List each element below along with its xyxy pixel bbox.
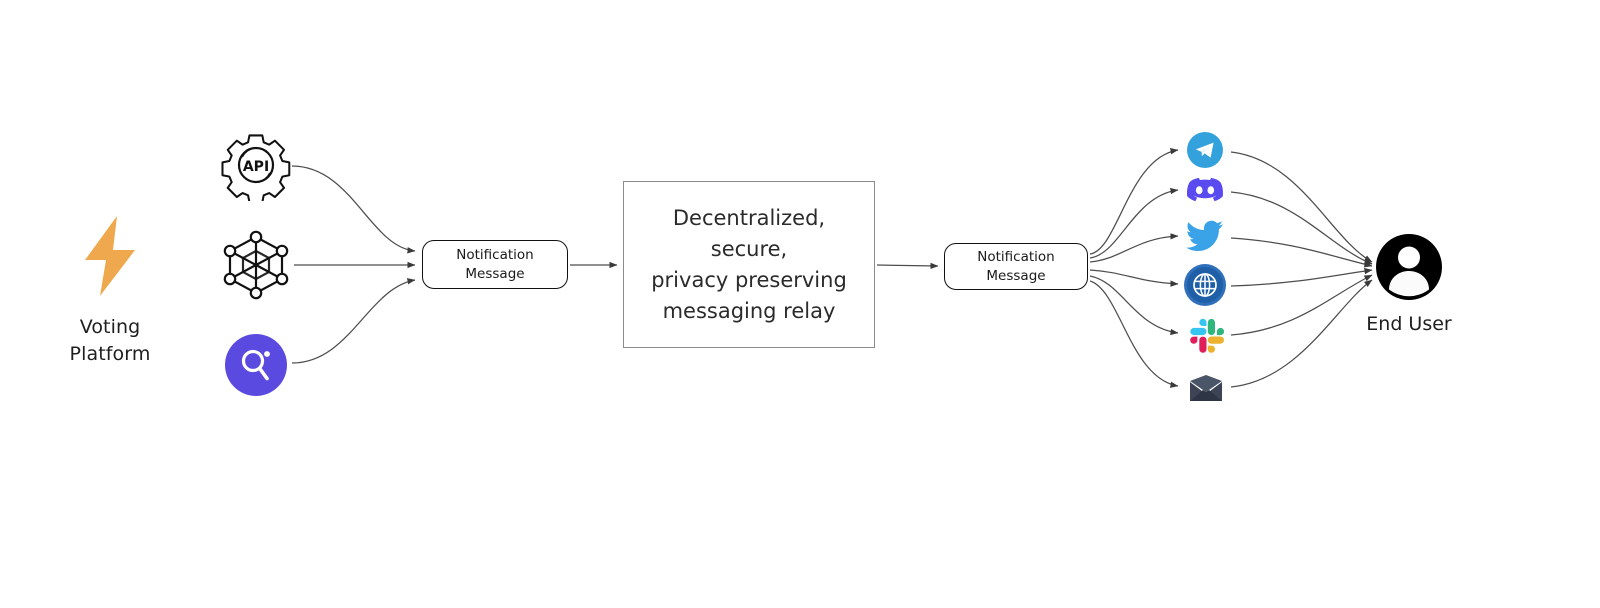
edge-telegram-to-enduser — [1230, 151, 1373, 263]
api-icon-label: API — [243, 159, 269, 175]
voting-platform-label-line1: Voting — [79, 316, 141, 338]
notification-right-line2: Message — [986, 267, 1046, 284]
edge-notification-to-slack — [1089, 275, 1179, 336]
relay-line2: privacy preserving — [651, 267, 847, 292]
edge-email-to-enduser — [1230, 279, 1373, 388]
lightning-bolt-icon — [48, 210, 172, 302]
twitter-icon — [1185, 216, 1225, 256]
notification-message-box-left: Notification Message — [422, 240, 568, 289]
notification-right-line1: Notification — [977, 248, 1055, 265]
notification-left-line2: Message — [465, 265, 525, 282]
discord-icon — [1185, 170, 1225, 210]
telegram-icon — [1185, 130, 1225, 170]
edge-slack-to-enduser — [1230, 274, 1373, 336]
relay-line3: messaging relay — [662, 298, 836, 323]
end-user-label: End User — [1366, 313, 1452, 335]
edge-notification-to-browser — [1089, 269, 1179, 287]
globe-browser-icon — [1185, 265, 1225, 305]
voting-platform-label-line2: Platform — [69, 343, 151, 365]
edge-graph-to-notification — [291, 278, 416, 364]
messaging-relay-box: Decentralized, secure, privacy preservin… — [623, 181, 875, 348]
edge-notification-to-telegram — [1089, 148, 1179, 255]
api-gear-icon: API — [219, 128, 293, 202]
slack-icon — [1185, 314, 1229, 358]
edge-notification-to-email — [1089, 280, 1179, 388]
end-user-node: End User — [1344, 230, 1474, 337]
edge-notification-to-twitter — [1089, 233, 1179, 263]
edge-twitter-to-enduser — [1230, 237, 1373, 268]
edge-relay-to-notification — [876, 262, 939, 270]
the-graph-icon — [219, 328, 293, 402]
edge-browser-to-enduser — [1230, 267, 1373, 287]
notification-left-line1: Notification — [456, 246, 534, 263]
edge-notification-to-discord — [1089, 187, 1179, 259]
voting-platform-node: Voting Platform — [48, 210, 172, 368]
edge-discord-to-enduser — [1230, 191, 1373, 265]
user-avatar-icon — [1344, 230, 1474, 304]
notification-message-box-right: Notification Message — [944, 243, 1088, 290]
edge-api-to-notification — [291, 165, 416, 254]
blockchain-cube-icon — [219, 228, 293, 302]
relay-line1: Decentralized, secure, — [672, 205, 826, 261]
email-envelope-icon — [1185, 368, 1227, 410]
